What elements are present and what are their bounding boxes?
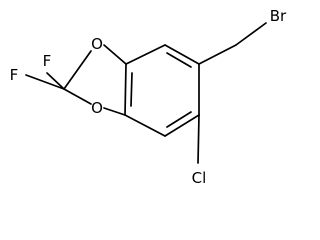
molecule-drawing: F F O O Br Cl [10,7,287,187]
double-bond-inner-fusion [130,72,133,107]
bond-ring-ch2 [198,44,237,65]
bond-ch2-br [235,22,267,46]
atom-o-lower: O [91,99,103,117]
atom-f-top: F [43,52,52,70]
double-bond-inner-top-right [166,52,192,68]
bond-ring-fusion [124,63,127,116]
atom-o-upper: O [91,35,103,53]
bond-o-upper-c [103,44,127,65]
structure-diagram: F F O O Br Cl [10,7,287,187]
atom-br: Br [270,7,287,25]
bond-ring-5 [124,114,166,137]
atom-f-left: F [10,66,19,84]
bond-c2-f-left [25,74,65,90]
bond-ring-4 [164,114,200,137]
bond-c2-f-top [46,72,65,90]
bond-c2-o-lower [63,88,92,105]
bond-o-lower-c [103,107,126,116]
bond-ring-2 [164,44,200,65]
atom-cl: Cl [192,169,207,187]
double-bond-inner-bottom [166,111,192,128]
bond-ring-cl [197,114,200,164]
bond-c2-o-upper [63,50,92,90]
bond-ring-1 [125,44,166,65]
